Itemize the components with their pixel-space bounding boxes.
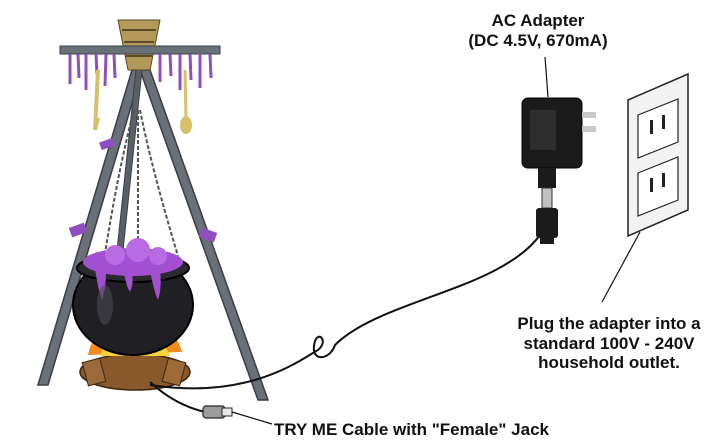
chains — [103, 109, 179, 261]
try-me-cable — [149, 234, 541, 413]
tripod — [36, 19, 270, 401]
wall-outlet-icon — [627, 72, 689, 238]
cable-jack-icon — [202, 405, 233, 419]
outlet-pointer-line — [601, 231, 641, 303]
adapter-pointer-line — [544, 56, 549, 98]
cable-label: TRY ME Cable with "Female" Jack — [274, 420, 549, 439]
plug-instruction-line-1: Plug the adapter into a — [517, 314, 701, 333]
cauldron-illustration — [72, 238, 194, 391]
plug-instruction-line-3: household outlet. — [538, 353, 680, 373]
plug-instruction-line-2: standard 100V - 240V — [523, 333, 695, 353]
cable-pointer-line — [231, 411, 273, 425]
ac-adapter-icon — [521, 97, 596, 244]
adapter-spec: (DC 4.5V, 670mA) — [468, 31, 608, 50]
adapter-title: AC Adapter — [491, 11, 585, 30]
plug-instruction: Plug the adapter into a standard 100V - … — [505, 314, 713, 373]
